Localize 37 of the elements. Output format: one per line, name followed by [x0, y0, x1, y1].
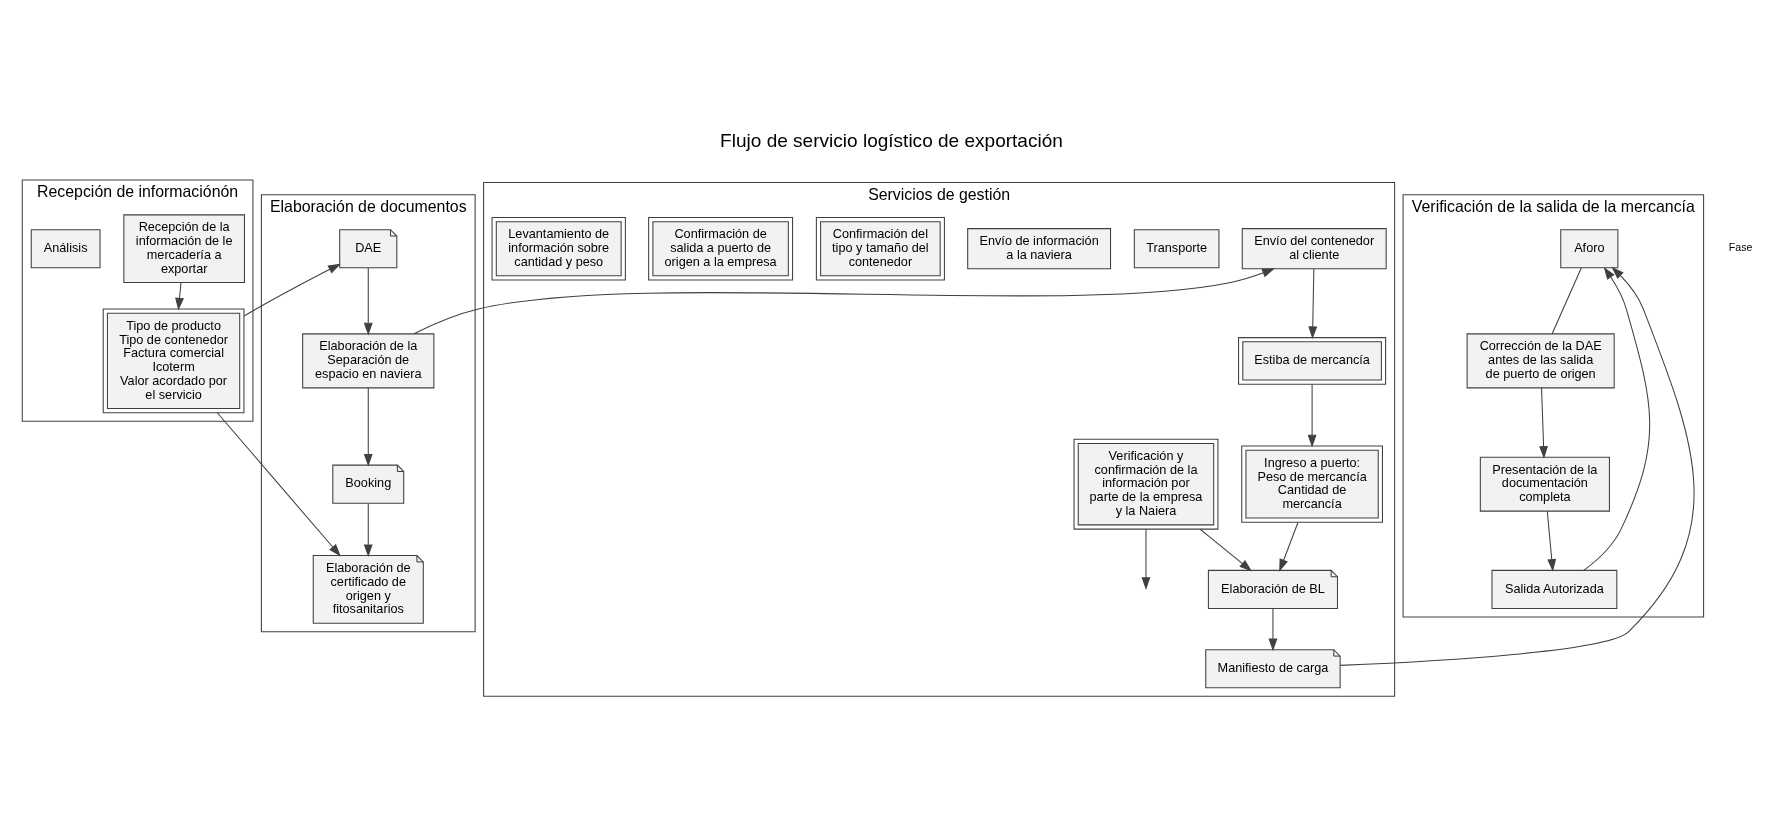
- node-box: Envío de información a la naviera: [966, 228, 1111, 270]
- node-box: Tipo de producto Tipo de contenedor Factura comercial Icoterm Valor acordado por el servicio: [102, 308, 244, 414]
- connector: [1551, 267, 1582, 335]
- arrow: [1268, 608, 1277, 652]
- node-box: Estiba de mercancía: [1237, 337, 1386, 385]
- node-box: Salida Autorizada: [1490, 569, 1617, 609]
- arrow: [1339, 266, 1694, 666]
- arrow: [1141, 528, 1150, 590]
- arrow: [216, 412, 341, 557]
- arrow: [1199, 528, 1252, 572]
- arrow: [363, 387, 373, 467]
- node-box: Confirmación de salida a puerto de origen a la empresa: [647, 217, 793, 281]
- arrow: [363, 503, 373, 558]
- arrow: [1307, 268, 1317, 340]
- node-box: Ingreso a puerto: Peso de mercancía Cantidad de mercancía: [1240, 445, 1383, 523]
- node-box: Transporte: [1133, 229, 1219, 269]
- node-box: Levantamiento de información sobre cantidad y peso: [491, 217, 626, 281]
- node-box: Recepción de la información de le mercadería a exportar: [122, 214, 245, 284]
- node-box: Envío del contenedor al cliente: [1241, 228, 1387, 270]
- arrow: [1307, 383, 1317, 448]
- arrow: [363, 267, 373, 336]
- arrow: [1278, 521, 1298, 572]
- node-box: Corrección de la DAE antes de las salida de puerto de origen: [1466, 333, 1615, 389]
- node-box: Presentación de la documentación completa: [1479, 456, 1610, 512]
- arrow: [1538, 387, 1548, 459]
- arrow: [1583, 266, 1650, 571]
- arrow: [412, 268, 1275, 335]
- node-box: Aforo: [1559, 229, 1618, 269]
- arrow: [1546, 510, 1556, 572]
- node-box: Análisis: [30, 229, 101, 269]
- node-box: Confirmación del tipo y tamaño del contenedor: [815, 217, 945, 281]
- arrow: [174, 282, 184, 311]
- arrow: [243, 263, 341, 317]
- label: Fase: [1728, 241, 1752, 254]
- diagram-title: Flujo de servicio logístico de exportación: [719, 129, 1063, 151]
- node-box: Elaboración de la Separación de espacio en naviera: [301, 333, 434, 389]
- node-box: Verificación y confirmación de la información por parte de la empresa y la Naiera: [1073, 438, 1218, 530]
